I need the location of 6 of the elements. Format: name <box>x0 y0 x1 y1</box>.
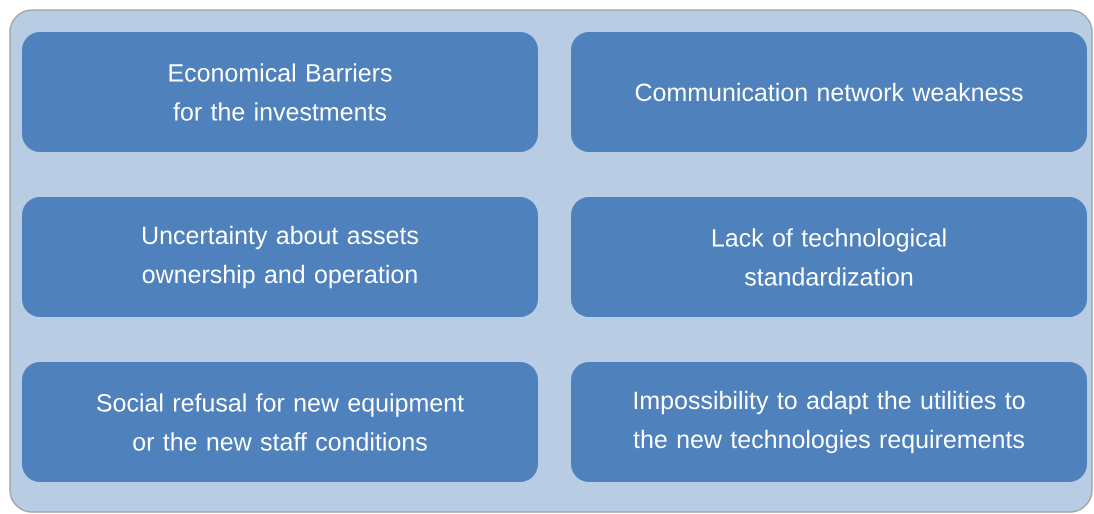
barrier-box: Uncertainty about assets ownership and operation <box>22 197 538 317</box>
barrier-box: Economical Barriers for the investments <box>22 32 538 152</box>
barrier-box: Social refusal for new equipment or the new staff conditions <box>22 362 538 482</box>
barrier-box: Lack of technological standardization <box>571 197 1087 317</box>
barrier-box: Impossibility to adapt the utilities to the new technologies requirements <box>571 362 1087 482</box>
barrier-box: Communication network weakness <box>571 32 1087 152</box>
